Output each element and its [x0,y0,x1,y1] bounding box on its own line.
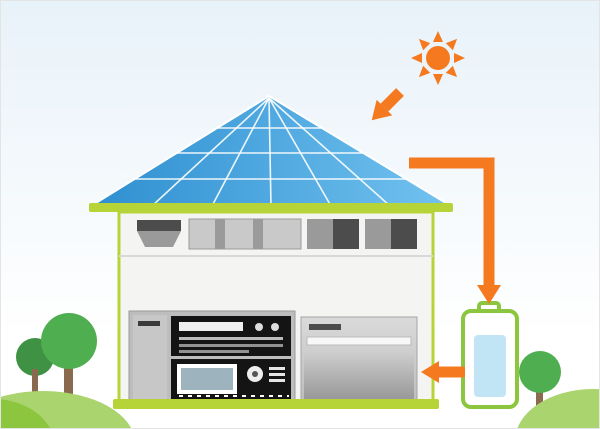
dishwasher-handle [309,324,341,330]
microwave-buttons-2 [269,373,285,376]
bush-right [517,389,599,428]
battery-charge-arrow [409,157,501,304]
control-knob-1 [255,323,263,331]
sun-core [426,46,450,70]
storage-battery [461,301,519,409]
microwave-window [181,368,233,390]
dishwasher [300,316,418,404]
upper-window-1-slat2 [253,219,263,249]
control-knob-2 [271,323,279,331]
sun-icon [411,31,465,85]
dishwasher-slot [306,336,412,346]
tree-right-group [519,351,561,409]
floor-divider [119,255,433,257]
range-hood [137,231,181,247]
power-supply-arrow [421,361,465,383]
microwave-buttons-1 [269,367,285,370]
tree-right-trunk [536,385,543,409]
sun-rays [411,31,465,85]
tree-left-back-trunk [32,369,38,399]
upper-window-2-dark [333,219,359,249]
sunlight-arrow [371,88,404,121]
microwave-knob-center [252,371,258,377]
bush-left-dark [1,399,50,428]
button-row-2 [179,344,283,347]
upper-window-1 [188,218,302,250]
battery-level [474,335,506,397]
kitchen-counter-unit [128,310,296,404]
microwave-buttons-3 [269,379,285,382]
tree-left-front [41,313,97,369]
upper-window-1-slat [215,219,225,249]
button-row-1 [179,337,283,340]
range-hood-vent [137,220,181,231]
tree-left-front-trunk [64,361,73,409]
tree-right [519,351,561,393]
upper-window-3-dark [391,219,417,249]
control-display [179,322,243,331]
house [113,210,439,409]
button-row-3 [179,350,249,353]
cabinet-side-panel [133,315,167,399]
base-trim [113,399,439,409]
trees-left [16,313,97,409]
eave-trim [89,203,453,212]
dishwasher-front [304,351,414,401]
upper-floor-windows [137,218,417,250]
cabinet-handle [138,321,160,326]
